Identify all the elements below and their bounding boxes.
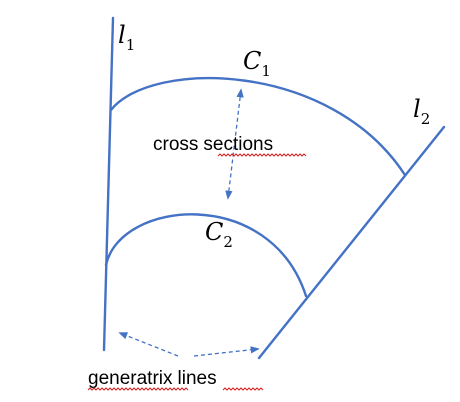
label-c1: C1 — [243, 47, 271, 80]
label-c2: C2 — [205, 218, 233, 251]
generatrix-arrow-right — [193, 346, 260, 357]
generatrix-line-l2 — [257, 125, 446, 360]
generatrix-arrow-left — [118, 332, 179, 357]
cross-section-c2 — [104, 213, 308, 298]
cross-section-c1 — [109, 76, 407, 177]
spellcheck-squiggle-lines — [222, 387, 264, 391]
label-l2: l2 — [413, 95, 430, 128]
spellcheck-squiggle-sections — [217, 153, 307, 157]
label-l1: l1 — [118, 21, 135, 54]
spellcheck-squiggle-generatrix — [87, 387, 189, 391]
generatrix-line-l1 — [102, 16, 115, 352]
